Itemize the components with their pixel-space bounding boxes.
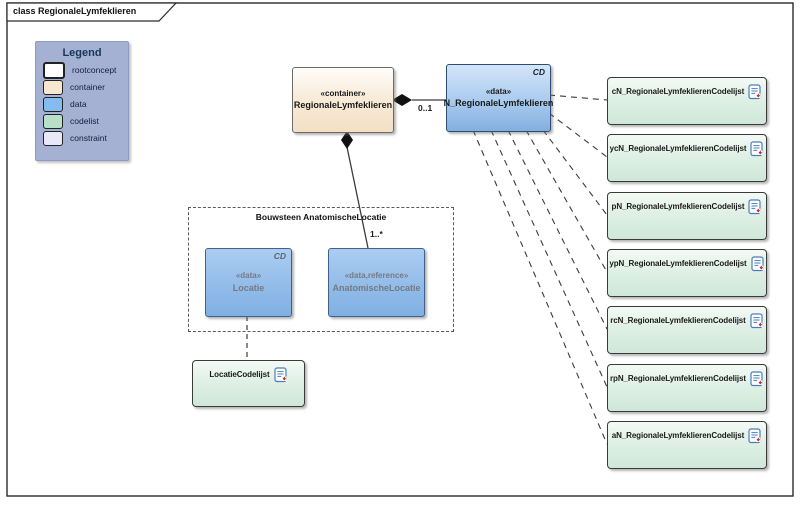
node-rpn-codelijst[interactable]: rpN_RegionaleLymfeklierenCodelijst — [607, 364, 767, 412]
constraint-swatch — [43, 130, 63, 146]
codelist-swatch — [43, 113, 63, 129]
document-icon — [748, 84, 761, 100]
boundary-bouwsteen-anatomischelocatie[interactable]: Bouwsteen AnatomischeLocatie — [188, 207, 454, 332]
node-pn-codelijst[interactable]: pN_RegionaleLymfeklierenCodelijst — [607, 192, 767, 240]
legend-label: rootconcept — [72, 65, 117, 75]
legend-label: constraint — [70, 133, 107, 143]
document-icon — [750, 313, 763, 329]
legend-item-constraint: constraint — [43, 130, 128, 146]
node-name: aN_RegionaleLymfeklierenCodelijst — [611, 430, 745, 440]
node-anatomischelocatie[interactable]: «data,reference» AnatomischeLocatie — [328, 248, 425, 317]
legend-label: container — [70, 82, 105, 92]
stereotype-label: «container» — [320, 88, 366, 98]
legend-title: Legend — [62, 47, 102, 59]
legend-item-rootconcept: rootconcept — [43, 61, 128, 79]
node-name: rcN_RegionaleLymfeklierenCodelijst — [610, 315, 746, 325]
stereotype-label: «data,reference» — [344, 271, 409, 281]
node-name: ypN_RegionaleLymfeklierenCodelijst — [609, 258, 747, 268]
node-regionalelymfeklieren-container[interactable]: «container» RegionaleLymfeklieren — [292, 67, 394, 133]
document-icon — [750, 371, 763, 387]
document-icon — [273, 367, 287, 383]
aggregation-diamond-right — [392, 94, 412, 106]
node-locatiecodelijst[interactable]: LocatieCodelijst — [192, 360, 305, 407]
multiplicity-0-1: 0..1 — [418, 103, 433, 113]
stereotype-label: «data» — [235, 271, 262, 281]
document-icon — [751, 256, 764, 272]
node-name: N_RegionaleLymfeklieren — [443, 98, 554, 109]
diagram-title: class RegionaleLymfeklieren — [13, 6, 137, 16]
edge-container-to-anatomische — [346, 146, 369, 249]
node-name: cN_RegionaleLymfeklierenCodelijst — [611, 86, 745, 96]
cd-corner-label: CD — [532, 67, 545, 77]
node-n-regionalelymfeklieren[interactable]: CD «data» N_RegionaleLymfeklieren — [443, 64, 554, 132]
node-ycn-codelijst[interactable]: ycN_RegionaleLymfeklierenCodelijst — [607, 134, 767, 182]
node-locatie[interactable]: CD «data» Locatie — [205, 248, 292, 317]
node-name: Locatie — [232, 282, 265, 293]
aggregation-diamond-bottom — [341, 131, 353, 149]
data-swatch — [43, 96, 63, 112]
multiplicity-1-star: 1..* — [370, 229, 383, 239]
diagram-frame — [6, 2, 794, 497]
diagram-tab — [6, 2, 178, 22]
node-name: LocatieCodelijst — [209, 369, 270, 379]
node-name: pN_RegionaleLymfeklierenCodelijst — [611, 201, 745, 211]
legend-label: data — [70, 99, 87, 109]
legend: Legend rootconcept container data codeli… — [35, 41, 129, 161]
document-icon — [748, 199, 762, 215]
node-name: RegionaleLymfeklieren — [293, 100, 393, 111]
legend-item-codelist: codelist — [43, 113, 128, 129]
edges-n-to-codelists — [472, 94, 608, 445]
legend-item-container: container — [43, 79, 128, 95]
boundary-title: Bouwsteen AnatomischeLocatie — [255, 212, 387, 222]
node-name: AnatomischeLocatie — [332, 282, 421, 293]
document-icon — [748, 428, 761, 444]
node-rcn-codelijst[interactable]: rcN_RegionaleLymfeklierenCodelijst — [607, 306, 767, 354]
node-cn-codelijst[interactable]: cN_RegionaleLymfeklierenCodelijst — [607, 77, 767, 125]
rootconcept-swatch — [43, 61, 65, 79]
node-name: ycN_RegionaleLymfeklierenCodelijst — [609, 143, 747, 153]
node-ypn-codelijst[interactable]: ypN_RegionaleLymfeklierenCodelijst — [607, 249, 767, 297]
node-name: rpN_RegionaleLymfeklierenCodelijst — [610, 373, 746, 383]
document-icon — [750, 141, 763, 157]
cd-corner-label: CD — [273, 251, 286, 261]
legend-item-data: data — [43, 96, 128, 112]
node-an-codelijst[interactable]: aN_RegionaleLymfeklierenCodelijst — [607, 421, 767, 469]
legend-label: codelist — [70, 116, 99, 126]
stereotype-label: «data» — [485, 86, 512, 96]
container-swatch — [43, 79, 63, 95]
